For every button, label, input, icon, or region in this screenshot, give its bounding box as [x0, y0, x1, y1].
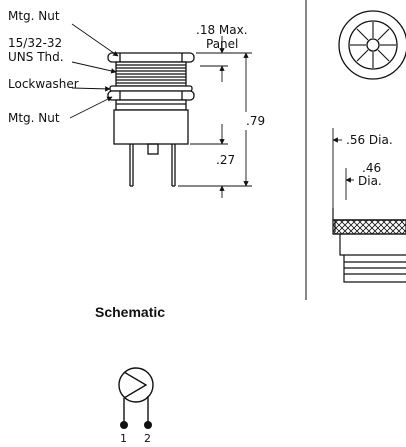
dim-outer-dia: .56 Dia.: [346, 133, 393, 147]
schematic-symbol: [118, 367, 154, 424]
dim-panel-line2: Panel: [206, 37, 238, 51]
switch-body: [113, 109, 189, 145]
lockwasher: [109, 85, 193, 92]
callout-lockwasher: Lockwasher: [8, 77, 79, 91]
dim-panel-line1: .18 Max.: [196, 23, 248, 37]
end-view-profile: [332, 128, 406, 283]
pin1-terminal: [120, 421, 128, 429]
schematic-title: Schematic: [95, 304, 165, 320]
callout-thread-line2: UNS Thd.: [8, 50, 64, 64]
callout-thread-line1: 15/32-32: [8, 36, 62, 50]
bottom-mounting-nut: [107, 90, 195, 101]
threaded-bushing: [115, 61, 187, 87]
dim-overall: .79: [246, 114, 265, 128]
dim-inner-dia-line2: Dia.: [358, 174, 382, 188]
side-view: [69, 23, 252, 198]
top-mounting-nut: [107, 52, 195, 63]
pin2-terminal: [144, 421, 152, 429]
pin2-label: 2: [144, 432, 151, 445]
dim-pins: .27: [216, 153, 235, 167]
pin1-label: 1: [120, 432, 127, 445]
terminal-pins: [129, 143, 176, 187]
dim-inner-dia-line1: .46: [362, 161, 381, 175]
end-view-face: [338, 10, 406, 80]
callout-mtg-nut-bottom: Mtg. Nut: [8, 111, 60, 125]
callout-mtg-nut-top: Mtg. Nut: [8, 9, 60, 23]
